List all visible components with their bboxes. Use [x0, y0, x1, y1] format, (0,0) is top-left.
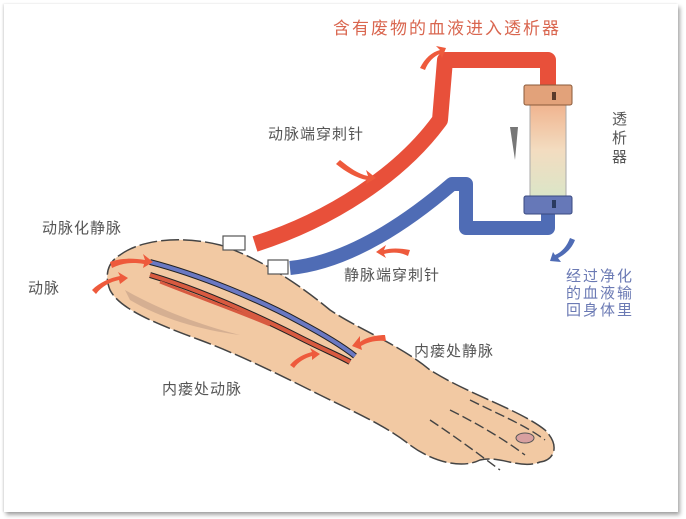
arrow-artery-icon — [92, 272, 128, 294]
arrow-into-dialyzer-icon — [420, 46, 446, 70]
label-arterial-needle: 动脉端穿刺针 — [268, 125, 365, 143]
arrow-return-blood-icon — [550, 238, 575, 262]
arrow-fistula-vein-icon — [352, 335, 386, 350]
arm-illustration — [106, 239, 555, 471]
pointer-arrows — [92, 46, 446, 368]
label-fistula-artery: 内瘘处动脉 — [162, 380, 243, 398]
label-dialyzer: 透析器 — [612, 110, 629, 166]
venous-tube — [267, 177, 555, 275]
venous-needle — [267, 259, 289, 275]
arrow-fistula-artery-icon — [290, 348, 320, 368]
label-arterialized-vein: 动脉化静脉 — [42, 219, 123, 237]
label-fistula-vein: 内瘘处静脉 — [414, 342, 495, 360]
label-venous-needle: 静脉端穿刺针 — [344, 266, 441, 284]
dialyzer-icon — [510, 84, 573, 215]
arrow-arterialized-vein-icon — [110, 254, 153, 268]
arterial-tube — [222, 52, 556, 252]
arterial-needle — [222, 235, 246, 251]
label-waste-blood-into-dialyzer: 含有废物的血液进入透析器 — [333, 19, 561, 39]
arrow-arterial-needle-icon — [336, 160, 376, 184]
arrow-venous-needle-icon — [376, 245, 410, 258]
label-artery: 动脉 — [28, 279, 61, 297]
label-purified-blood-return: 经过净化的血液输回身体里 — [566, 267, 635, 319]
